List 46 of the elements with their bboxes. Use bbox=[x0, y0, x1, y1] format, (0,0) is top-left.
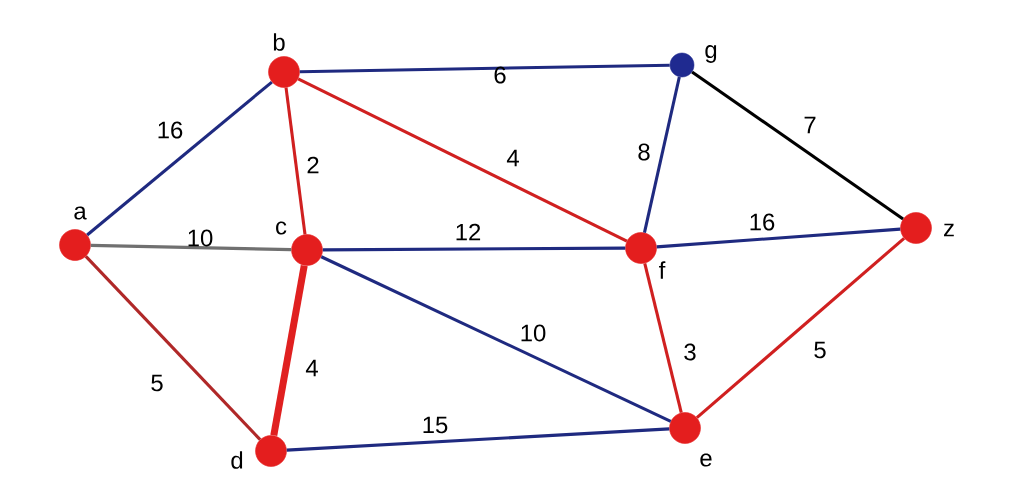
edge-line bbox=[695, 237, 906, 419]
edge-weight: 8 bbox=[638, 143, 650, 161]
vertex-label: e bbox=[700, 453, 712, 467]
edge-line bbox=[643, 262, 683, 414]
edge-line bbox=[286, 427, 670, 452]
vertex-label: a bbox=[74, 206, 87, 220]
edge-line bbox=[656, 227, 901, 249]
edge-weight: 4 bbox=[506, 149, 519, 167]
edge-line bbox=[299, 63, 670, 74]
edge-line bbox=[284, 87, 307, 235]
vertex-label: z bbox=[944, 223, 954, 237]
edge-weight: 4 bbox=[305, 359, 318, 377]
vertex-label: b bbox=[273, 33, 285, 51]
edge-line bbox=[322, 246, 626, 252]
edge-line bbox=[297, 77, 628, 243]
vertex-label: c bbox=[276, 221, 287, 235]
edge-line bbox=[691, 70, 904, 221]
edge-line bbox=[270, 264, 308, 437]
edge-weight: 5 bbox=[151, 374, 163, 392]
vertex-dot bbox=[59, 229, 91, 261]
vertex-label: g bbox=[705, 45, 717, 63]
edge-weight: 2 bbox=[307, 156, 319, 174]
edge-line bbox=[86, 80, 273, 237]
vertex-dot bbox=[625, 232, 657, 264]
vertex-label: d bbox=[231, 451, 243, 469]
vertex-dot bbox=[669, 52, 695, 78]
edge-line bbox=[642, 76, 681, 233]
edge-line bbox=[90, 243, 292, 252]
vertex-label: f bbox=[659, 261, 666, 279]
edge-weight: 15 bbox=[423, 416, 448, 434]
vertex-dot bbox=[669, 412, 701, 444]
edge-weight: 16 bbox=[158, 121, 183, 139]
edge-weight: 7 bbox=[804, 116, 816, 134]
vertex-dot bbox=[268, 56, 300, 88]
vertex-dot bbox=[255, 435, 287, 467]
edge-line bbox=[84, 255, 262, 441]
edge-weight: 12 bbox=[456, 223, 481, 241]
edge-weight: 3 bbox=[684, 343, 696, 361]
edge-weight: 5 bbox=[814, 341, 826, 359]
edge-weight: 10 bbox=[521, 324, 546, 342]
edge-weight: 16 bbox=[750, 213, 775, 231]
edge-line bbox=[320, 255, 672, 423]
edge-weight: 10 bbox=[188, 229, 213, 247]
edge-weight: 6 bbox=[494, 66, 506, 84]
vertex-dot bbox=[900, 212, 932, 244]
vertex-dot bbox=[291, 234, 323, 266]
